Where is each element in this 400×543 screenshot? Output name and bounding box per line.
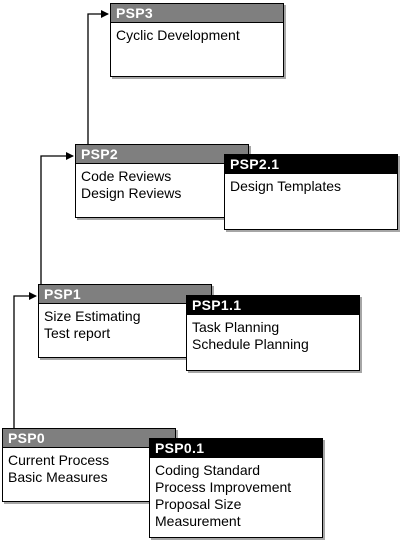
psp3-box: PSP3 Cyclic Development	[110, 3, 284, 77]
psp1-1-title: PSP1.1	[187, 296, 359, 315]
psp1-line: Size Estimating	[44, 308, 141, 324]
psp0-1-line: Coding Standard	[155, 462, 261, 478]
psp2-line: Design Reviews	[81, 185, 182, 201]
psp2-title: PSP2	[76, 145, 248, 164]
psp0-1-line: Process Improvement	[155, 479, 292, 495]
arrow-psp0-to-psp1	[13, 292, 37, 428]
psp0-line: Current Process	[8, 452, 110, 468]
psp1-box: PSP1 Size Estimating Test report	[38, 284, 212, 358]
psp2-1-line: Design Templates	[230, 178, 342, 194]
psp2-1-box: PSP2.1 Design Templates	[224, 154, 398, 230]
psp2-1-title: PSP2.1	[225, 155, 397, 174]
psp1-1-line: Task Planning	[192, 319, 280, 335]
psp1-1-box: PSP1.1 Task Planning Schedule Planning	[186, 295, 360, 371]
psp0-box: PSP0 Current Process Basic Measures	[2, 428, 176, 502]
psp2-box: PSP2 Code Reviews Design Reviews	[75, 144, 249, 218]
psp2-line: Code Reviews	[81, 168, 172, 184]
psp3-line: Cyclic Development	[116, 27, 240, 43]
psp3-title: PSP3	[111, 4, 283, 23]
psp0-1-title: PSP0.1	[150, 439, 322, 458]
psp1-line: Test report	[44, 325, 111, 341]
arrow-psp2-to-psp3	[87, 10, 109, 146]
psp1-title: PSP1	[39, 285, 211, 304]
psp0-line: Basic Measures	[8, 469, 108, 485]
psp0-1-line: Proposal Size	[155, 496, 242, 512]
psp0-1-box: PSP0.1 Coding Standard Process Improveme…	[149, 438, 323, 538]
arrow-psp1-to-psp2	[40, 152, 74, 286]
psp0-1-line: Measurement	[155, 513, 241, 529]
psp0-title: PSP0	[3, 429, 175, 448]
psp1-1-line: Schedule Planning	[192, 336, 309, 352]
